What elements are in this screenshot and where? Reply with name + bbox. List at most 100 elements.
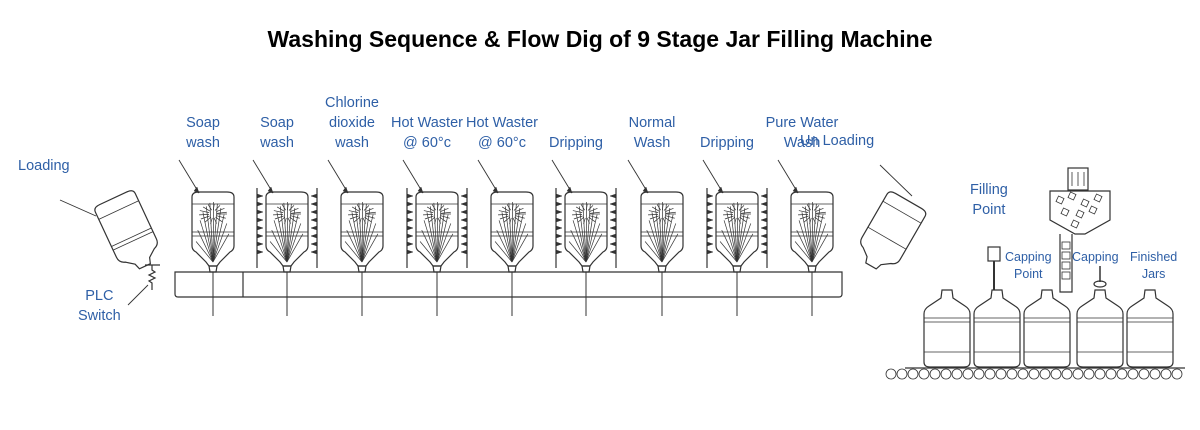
spray-line bbox=[658, 202, 663, 263]
conveyor-roller bbox=[1039, 368, 1051, 380]
jar-rib bbox=[98, 200, 139, 220]
side-nozzle bbox=[256, 217, 264, 223]
chute-cap bbox=[1061, 251, 1071, 260]
spray-line bbox=[511, 223, 527, 263]
jar-body bbox=[860, 191, 927, 270]
side-nozzle bbox=[406, 233, 414, 239]
nozzle bbox=[581, 265, 591, 273]
spray-line bbox=[585, 223, 601, 263]
side-nozzle bbox=[609, 225, 617, 231]
conveyor-roller bbox=[984, 368, 996, 380]
finished-jar-2 bbox=[973, 289, 1021, 368]
spray-burst bbox=[814, 216, 822, 222]
spray-line bbox=[496, 230, 513, 263]
nozzle bbox=[282, 265, 292, 273]
spray-line bbox=[648, 220, 663, 263]
spray-line bbox=[273, 220, 288, 263]
spray-line bbox=[286, 214, 299, 263]
side-nozzle bbox=[555, 201, 563, 207]
spray-burst bbox=[589, 207, 598, 213]
finished-jar-1 bbox=[923, 289, 971, 368]
spray-line bbox=[570, 230, 587, 263]
spray-line bbox=[585, 203, 591, 263]
spray-burst bbox=[351, 206, 360, 212]
side-nozzle bbox=[706, 217, 714, 223]
spray-line bbox=[436, 233, 454, 263]
conveyor-roller bbox=[1017, 368, 1029, 380]
spray-burst bbox=[213, 203, 215, 211]
side-nozzle bbox=[256, 193, 264, 199]
stage-label-5: Hot Waster@ 60°c bbox=[442, 113, 562, 153]
spray-burst bbox=[515, 207, 524, 213]
spray-burst bbox=[728, 217, 735, 223]
spray-line bbox=[736, 214, 749, 263]
stage-label-line: wash bbox=[260, 135, 294, 151]
spray-burst bbox=[648, 210, 659, 213]
spray-line bbox=[269, 241, 288, 263]
spray-burst bbox=[207, 204, 212, 211]
spray-line bbox=[283, 202, 288, 263]
spray-line bbox=[808, 202, 813, 263]
spray-line bbox=[733, 202, 738, 263]
spray-line bbox=[195, 241, 214, 263]
spray-line bbox=[429, 206, 438, 263]
spray-burst bbox=[274, 215, 284, 220]
conveyor-roller bbox=[1094, 368, 1106, 380]
leader-line bbox=[702, 159, 724, 194]
spray-burst bbox=[803, 217, 810, 223]
spray-line bbox=[719, 241, 738, 263]
leader-line bbox=[477, 159, 499, 194]
label-capping: Capping bbox=[1072, 250, 1119, 264]
conveyor-roller bbox=[1028, 368, 1040, 380]
leader-arrowhead bbox=[792, 186, 799, 194]
leader-arrowhead bbox=[267, 186, 274, 194]
diagram-title: Washing Sequence & Flow Dig of 9 Stage J… bbox=[267, 26, 933, 52]
spray-line bbox=[419, 241, 438, 263]
leader-line bbox=[551, 159, 573, 194]
spray-burst bbox=[431, 204, 436, 211]
spray-burst bbox=[586, 217, 590, 224]
spray-burst bbox=[659, 217, 662, 224]
side-nozzle bbox=[406, 193, 414, 199]
spray-line bbox=[578, 206, 587, 263]
side-nozzle bbox=[256, 233, 264, 239]
spray-burst bbox=[734, 217, 737, 224]
stage-label-line: Normal bbox=[628, 115, 676, 131]
stage-label-line: Pure Water bbox=[765, 115, 839, 131]
spray-burst bbox=[362, 217, 366, 224]
spray-burst bbox=[648, 213, 659, 216]
spray-line bbox=[501, 212, 513, 263]
roller-conveyor bbox=[885, 367, 1185, 380]
side-nozzle bbox=[460, 209, 468, 215]
filling-station bbox=[885, 167, 1185, 380]
conveyor-roller bbox=[1072, 368, 1084, 380]
spray-line bbox=[736, 223, 752, 263]
side-nozzle bbox=[460, 201, 468, 207]
spray-burst bbox=[664, 216, 672, 222]
stage-label-line: @ 60°c bbox=[478, 135, 526, 151]
spray-line bbox=[811, 208, 821, 263]
leader-arrowhead bbox=[417, 186, 424, 194]
side-nozzle bbox=[256, 209, 264, 215]
side-nozzle bbox=[406, 225, 414, 231]
spray-line bbox=[436, 202, 438, 263]
spray-burst bbox=[200, 215, 210, 220]
side-nozzle-frame-4 bbox=[406, 188, 468, 268]
conveyor-roller bbox=[1083, 368, 1095, 380]
side-nozzle bbox=[706, 209, 714, 215]
side-nozzle bbox=[706, 225, 714, 231]
side-nozzle bbox=[760, 225, 768, 231]
washing-jar-7 bbox=[640, 191, 684, 316]
leader-line bbox=[59, 199, 97, 217]
stage-label-line: Soap bbox=[260, 115, 294, 131]
cap bbox=[1088, 205, 1098, 215]
spray-burst bbox=[577, 217, 584, 223]
spray-burst bbox=[801, 206, 810, 212]
spray-burst bbox=[739, 216, 747, 222]
spray-burst bbox=[515, 215, 525, 219]
spray-burst bbox=[424, 215, 434, 220]
jar-body bbox=[94, 190, 158, 270]
side-nozzle bbox=[310, 225, 318, 231]
conveyor-roller bbox=[951, 368, 963, 380]
